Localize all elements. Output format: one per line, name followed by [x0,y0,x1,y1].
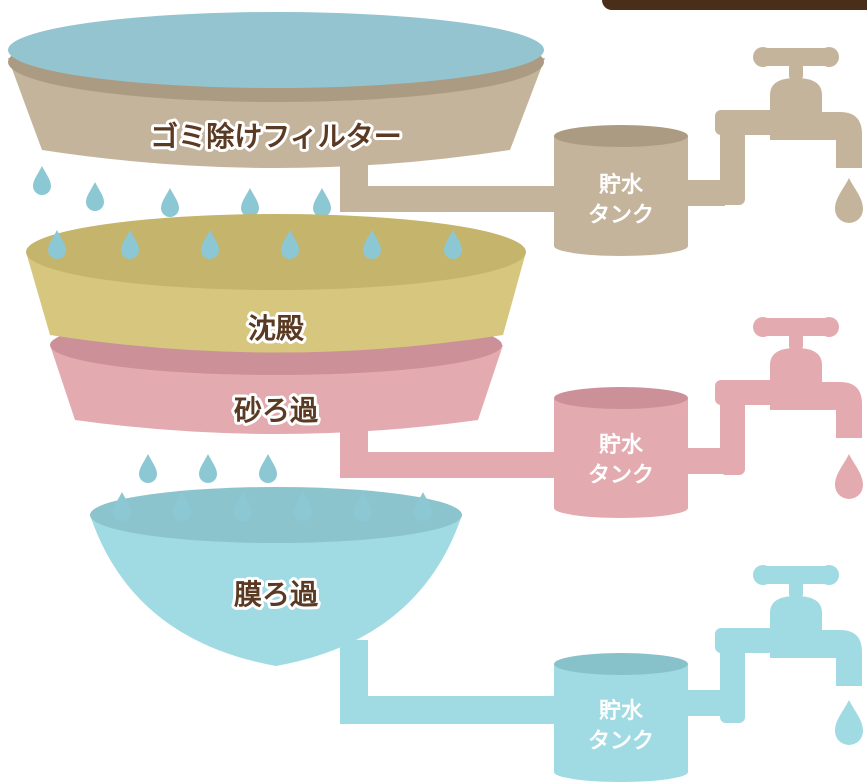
tank-icon [554,125,688,256]
drops-row-3 [139,454,277,483]
tank-2-label-line1: 貯水 [599,432,644,458]
header-bar [602,0,867,10]
water-drop-icon [139,454,157,483]
pipe-2 [340,420,560,478]
pipe-3 [340,640,560,724]
stage-2-label: 沈殿 [248,312,304,345]
stage-1-label: ゴミ除けフィルター [150,120,401,153]
faucet-3 [715,565,863,745]
tank-1: 貯水 タンク [554,125,688,256]
water-drop-icon [313,188,331,217]
tank-2: 貯水 タンク [554,387,688,518]
water-drop-icon [259,454,277,483]
tank-1-label-line2: タンク [588,203,654,228]
water-drop-icon [86,182,104,211]
pipe-1 [340,150,560,212]
faucet-icon [753,47,862,168]
water-drop-icon [835,178,863,223]
water-drop-icon [414,492,432,521]
stage-1-filter: ゴミ除けフィルター [8,12,545,168]
tank-1-label-line1: 貯水 [599,172,644,198]
water-drop-icon [161,188,179,217]
tank-3-label-line1: 貯水 [599,698,644,724]
water-drop-icon [113,492,131,521]
faucet-1 [715,47,863,223]
tank-3: 貯水 タンク [554,653,688,782]
water-drop-icon [33,166,51,195]
faucet-2 [715,317,863,499]
faucet-icon [753,317,862,438]
water-drop-icon [835,454,863,499]
drops-row-1 [33,166,331,217]
faucet-icon [753,565,862,686]
water-drop-icon [835,700,863,745]
stage-4-membrane: 膜ろ過 [90,487,462,666]
stage-3-label: 砂ろ過 [234,394,319,427]
water-drop-icon [241,188,259,217]
stage-4-label: 膜ろ過 [234,578,319,611]
tank-icon [554,387,688,518]
tank-icon [554,653,688,782]
tank-2-label-line2: タンク [588,463,654,488]
water-drop-icon [199,454,217,483]
tank-3-label-line2: タンク [588,729,654,754]
stage-2-sedimentation: 沈殿 [26,214,526,353]
